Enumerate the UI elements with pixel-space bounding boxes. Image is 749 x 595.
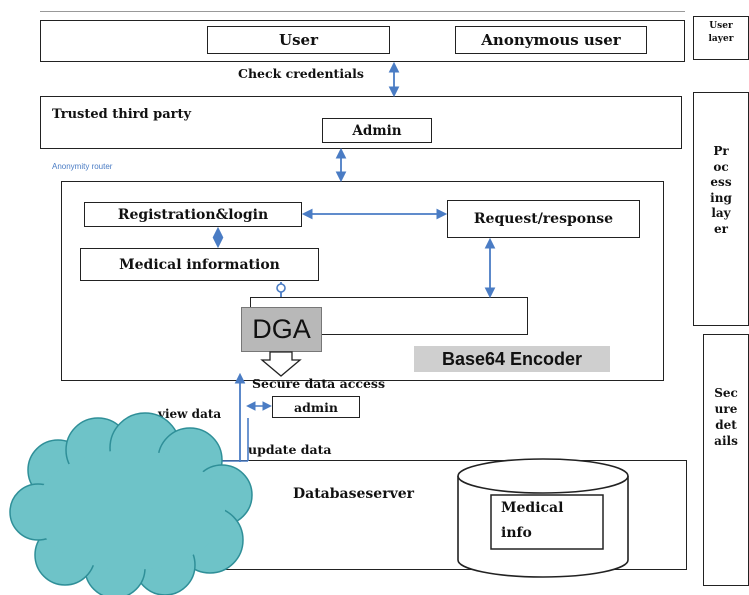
access-admin-box[interactable]: admin [272, 396, 360, 418]
processing-side-line: lay [711, 206, 731, 220]
registration-login-box[interactable]: Registration&login [84, 202, 302, 227]
request-response-box[interactable]: Request/response [447, 200, 640, 238]
dga-down-arrow [260, 351, 302, 377]
medical-information-label: Medical information [119, 256, 280, 273]
base64-encoder-label: Base64 Encoder [414, 346, 610, 372]
medical-info-label-1: Medical [501, 500, 564, 516]
request-response-label: Request/response [473, 211, 614, 227]
secure-details-side-box [703, 334, 749, 586]
base64-encoder-text: Base64 Encoder [441, 348, 583, 369]
anonymity-router-label: Anonymity router [52, 162, 113, 171]
dga-box[interactable]: DGA [241, 307, 322, 352]
cloud-shape [9, 412, 253, 595]
user-layer-side-label: User layer [708, 21, 734, 44]
processing-side-line: Pr [713, 144, 729, 158]
processing-side-line: er [714, 221, 728, 236]
admin-label: Admin [352, 122, 402, 139]
secure-data-access-label: Secure data access [252, 376, 385, 391]
update-data-label: update data [248, 442, 332, 457]
secure-details-label: Sec ure det ails [705, 385, 747, 449]
secure-details-line: det [715, 418, 737, 432]
anonymous-user-label: Anonymous user [481, 31, 621, 49]
secure-details-line: ails [714, 434, 738, 448]
top-separator [40, 11, 685, 12]
anonymous-user-box[interactable]: Anonymous user [455, 26, 647, 54]
dga-label: DGA [252, 314, 311, 344]
medical-info-label-2: info [501, 525, 532, 541]
user-box[interactable]: User [207, 26, 390, 54]
secure-details-line: Sec [714, 386, 738, 400]
check-credentials-label: Check credentials [238, 66, 364, 81]
secure-details-line: ure [714, 402, 738, 416]
database-server-label: Databaseserver [293, 486, 414, 502]
processing-side-line: ing [710, 190, 732, 205]
registration-login-label: Registration&login [117, 206, 269, 223]
medical-info-box [490, 494, 604, 550]
processing-side-line: oc [713, 159, 729, 174]
medical-information-box[interactable]: Medical information [80, 248, 319, 281]
medical-encoder-node [276, 283, 286, 293]
admin-box[interactable]: Admin [322, 118, 432, 143]
processing-side-label: Pr oc ess ing lay er [697, 144, 745, 237]
trusted-third-party-title: Trusted third party [52, 107, 192, 122]
view-data-label: view data [158, 407, 222, 421]
access-admin-label: admin [294, 399, 338, 415]
processing-side-line: ess [710, 175, 732, 189]
user-label: User [279, 31, 318, 49]
